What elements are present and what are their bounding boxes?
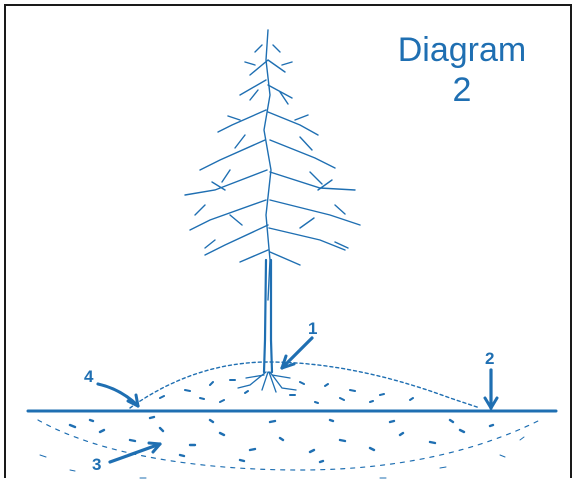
- soil-dashes: [39, 436, 525, 479]
- label-1: 1: [308, 319, 317, 338]
- tree-roots: [237, 371, 297, 393]
- tree-trunk: [262, 258, 274, 374]
- label-3: 3: [92, 455, 101, 474]
- mulch-texture: [159, 379, 414, 404]
- arrow-3: [108, 442, 162, 464]
- tree-crown: [184, 29, 361, 301]
- diagram-title-number: 2: [452, 71, 472, 109]
- label-4: 4: [84, 367, 94, 386]
- diagram-title-word: Diagram: [397, 31, 527, 69]
- mulch-mound: [129, 361, 481, 409]
- soil-texture: [68, 415, 495, 464]
- label-2: 2: [485, 349, 494, 368]
- diagram-frame: [4, 4, 572, 478]
- diagram-title: Diagram 2: [372, 30, 552, 110]
- arrows: [96, 336, 499, 464]
- arrow-1: [280, 336, 314, 370]
- planting-hole: [37, 419, 541, 471]
